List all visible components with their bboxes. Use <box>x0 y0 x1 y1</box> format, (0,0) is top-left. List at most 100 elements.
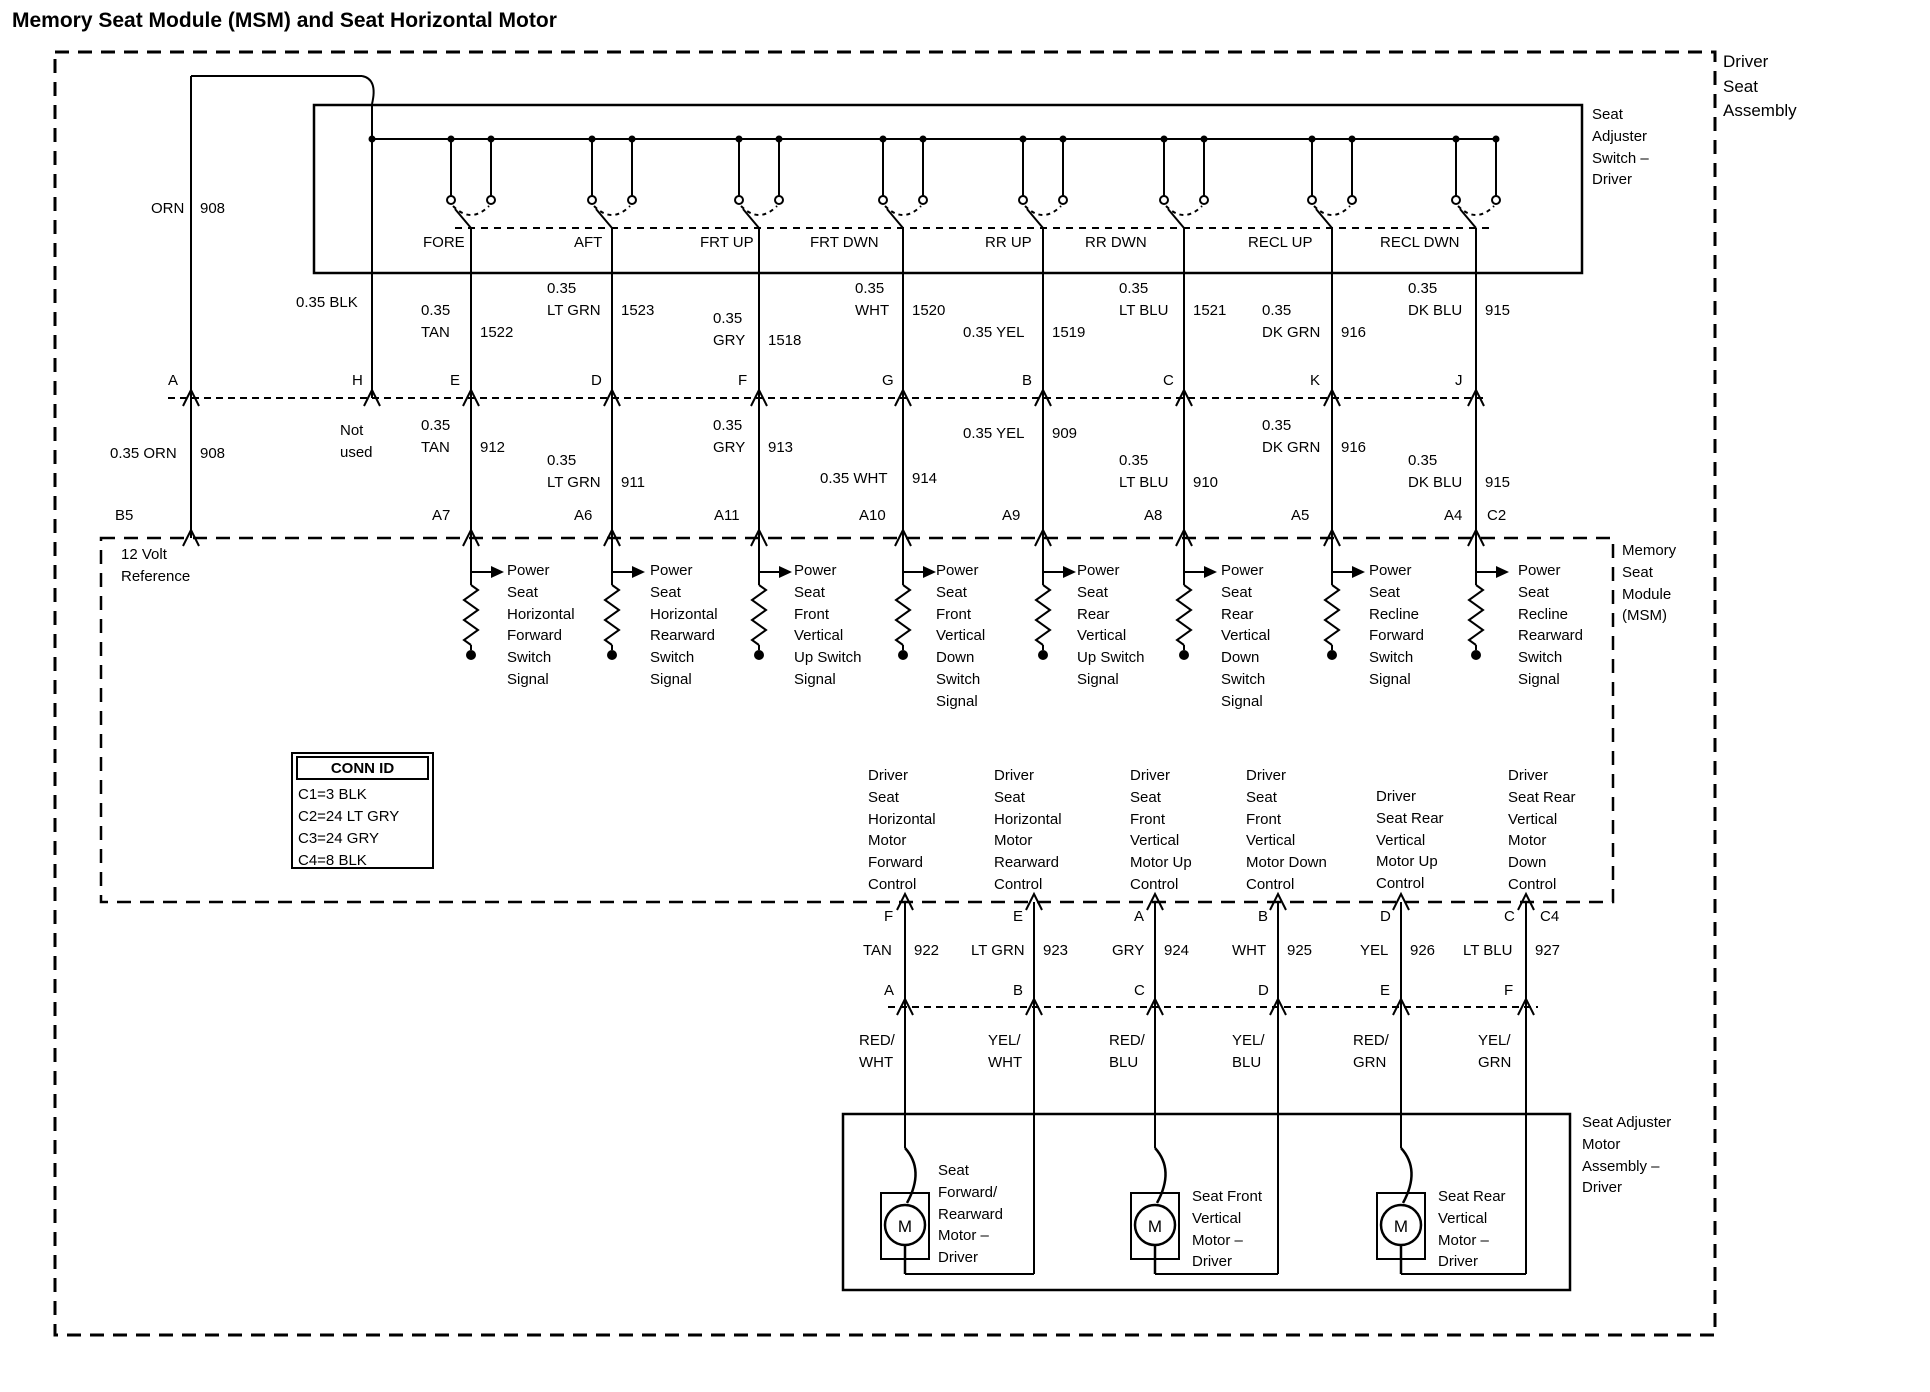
msm-box <box>99 536 1615 904</box>
pin-label: E <box>1380 982 1391 999</box>
msm-signal-label: Power Seat Front Vertical Down Switch Si… <box>936 562 986 710</box>
motor-icon <box>1129 1146 1181 1276</box>
pin-label: B <box>1258 908 1269 925</box>
pin-label: B <box>1022 372 1033 389</box>
wire-spec-label: 0.35 TAN <box>421 417 451 456</box>
pin-label: F <box>884 908 894 925</box>
motor-icon <box>879 1146 931 1276</box>
msm-signal-label: Power Seat Recline Forward Switch Signal <box>1369 562 1425 688</box>
wire-spec-label: LT GRN <box>971 942 1025 959</box>
pin-label: F <box>1504 982 1514 999</box>
msm-signal-label: Power Seat Horizontal Forward Switch Sig… <box>507 562 575 688</box>
wire-spec-label: WHT <box>1232 942 1267 959</box>
wire-spec-label: 0.35 GRY <box>713 417 746 456</box>
circuit-number-label: 912 <box>480 439 506 456</box>
switch-position-label: RECL DWN <box>1380 234 1460 251</box>
switch-position-label: RECL UP <box>1248 234 1313 251</box>
motor-assembly-label: Seat Adjuster Motor Assembly – Driver <box>1582 1114 1672 1197</box>
wire-color-label: RED/ BLU <box>1109 1032 1145 1071</box>
wire-spec-label: 0.35 LT GRN <box>547 280 601 319</box>
conn-id-box <box>291 752 434 869</box>
conn-id-row: C4=8 BLK <box>298 852 367 869</box>
conn-id-row: C3=24 GRY <box>298 830 380 847</box>
conn-id-title: CONN ID <box>330 760 395 777</box>
pin-label: C2 <box>1487 507 1507 524</box>
msm-output-label: Driver Seat Front Vertical Motor Up Cont… <box>1130 767 1192 893</box>
pin-label: D <box>1380 908 1391 925</box>
conn-id-row: C1=3 BLK <box>298 786 367 803</box>
wire-spec-label: 0.35 GRY <box>713 310 746 349</box>
wire-spec-label: YEL <box>1360 942 1389 959</box>
circuit-number-label: 1520 <box>912 302 946 319</box>
page-title: Memory Seat Module (MSM) and Seat Horizo… <box>12 9 557 32</box>
not-used-label: Not used <box>340 422 373 461</box>
circuit-number-label: 911 <box>621 474 645 491</box>
pin-label: J <box>1455 372 1463 389</box>
switch-position-label: RR UP <box>985 234 1032 251</box>
wire-spec-label: 0.35 TAN <box>421 302 451 341</box>
pin-label: H <box>352 372 363 389</box>
resistor-icon <box>751 537 793 661</box>
circuit-number-label: 927 <box>1535 942 1561 959</box>
wire-spec-label: 0.35 WHT <box>820 470 888 487</box>
pin-label: A <box>168 372 179 389</box>
pin-label: A <box>1134 908 1145 925</box>
pin-label: C <box>1504 908 1515 925</box>
wire-spec-label: 0.35 YEL <box>963 425 1025 442</box>
resistor-icon <box>1324 537 1366 661</box>
circuit-number-label: 925 <box>1287 942 1313 959</box>
msm-output-label: Driver Seat Rear Vertical Motor Down Con… <box>1508 767 1576 893</box>
circuit-number-label: 1522 <box>480 324 514 341</box>
conn-id-header-box <box>296 756 429 780</box>
pin-label: E <box>1013 908 1024 925</box>
pin-label: C <box>1134 982 1145 999</box>
motor-symbol-label: M <box>1394 1217 1408 1236</box>
switch-position-label: AFT <box>574 234 603 251</box>
circuit-number-label: 915 <box>1485 302 1511 319</box>
circuit-number-label: 1521 <box>1193 302 1227 319</box>
msm-output-label: Driver Seat Horizontal Motor Rearward Co… <box>994 767 1062 893</box>
wire-spec-label: 0.35 DK GRN <box>1262 417 1321 456</box>
motor-label: Seat Front Vertical Motor – Driver <box>1192 1188 1263 1271</box>
wire-color-label: RED/ GRN <box>1353 1032 1389 1071</box>
switch-position-label: FRT DWN <box>810 234 879 251</box>
wire-spec-label: 0.35 DK GRN <box>1262 302 1321 341</box>
circuit-number-label: 914 <box>912 470 938 487</box>
pin-label: A5 <box>1291 507 1310 524</box>
pin-label: D <box>1258 982 1269 999</box>
wire-spec-label: 0.35 BLK <box>296 294 358 311</box>
wire-spec-label: 0.35 ORN <box>110 445 177 462</box>
pin-label: A <box>884 982 895 999</box>
pin-label: A10 <box>859 507 886 524</box>
wire-spec-label: 0.35 YEL <box>963 324 1025 341</box>
msm-signal-label: Power Seat Horizontal Rearward Switch Si… <box>650 562 718 688</box>
motor-icon <box>1375 1146 1427 1276</box>
wire-color-label: YEL/ WHT <box>988 1032 1023 1071</box>
motor-symbol-label: M <box>898 1217 912 1236</box>
resistor-icon <box>895 537 937 661</box>
msm-signal-label: Power Seat Recline Rearward Switch Signa… <box>1518 562 1584 688</box>
resistor-icon <box>1035 537 1077 661</box>
circuit-number-label: 926 <box>1410 942 1436 959</box>
resistor-icon <box>463 537 505 661</box>
circuit-number-label: 1518 <box>768 332 802 349</box>
circuit-number-label: 923 <box>1043 942 1069 959</box>
pin-label: B <box>1013 982 1024 999</box>
circuit-number-label: 908 <box>200 200 226 217</box>
wires <box>168 75 1538 1275</box>
pin-label: K <box>1310 372 1321 389</box>
msm-output-label: Driver Seat Rear Vertical Motor Up Contr… <box>1376 788 1444 892</box>
seat-adjuster-switch-label: Seat Adjuster Switch – Driver <box>1592 106 1649 189</box>
pin-label: A7 <box>432 507 451 524</box>
pin-label: E <box>450 372 461 389</box>
wire-spec-label: 0.35 LT BLU <box>1119 452 1169 491</box>
connector-id-label: C4 <box>1540 908 1560 925</box>
wire-spec-label: LT BLU <box>1463 942 1513 959</box>
circuit-number-label: 922 <box>914 942 940 959</box>
circuit-number-label: 1519 <box>1052 324 1086 341</box>
resistor-icon <box>1468 537 1510 661</box>
resistor-icon <box>604 537 646 661</box>
circuit-number-label: 1523 <box>621 302 655 319</box>
motor-symbol-label: M <box>1148 1217 1162 1236</box>
